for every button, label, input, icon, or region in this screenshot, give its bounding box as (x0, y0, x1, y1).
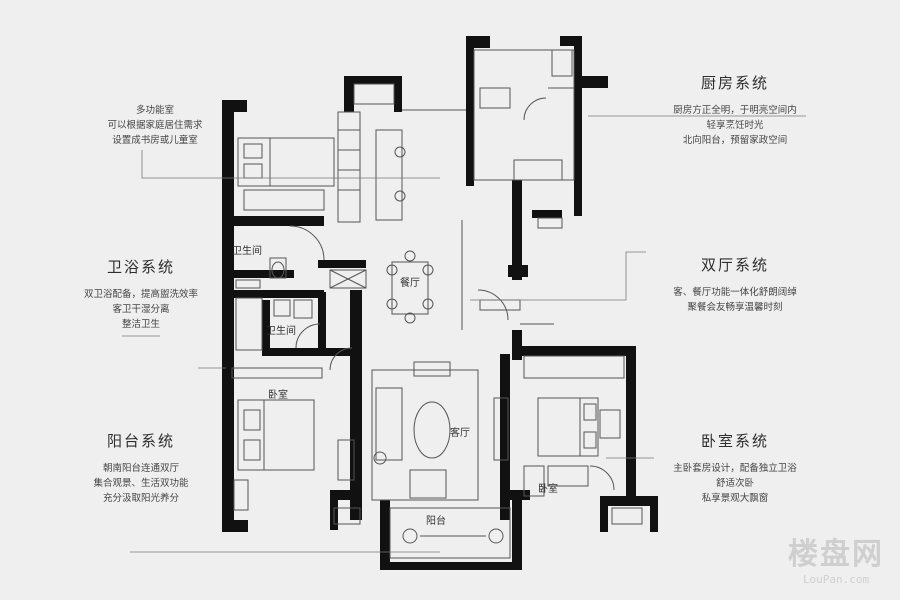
callout-line: 北向阳台，预留家政空间 (682, 135, 788, 146)
callout-bedroom-system: 卧室系统 主卧套房设计，配备独立卫浴 舒适次卧 私享景观大飘窗 (650, 430, 820, 506)
callout-line: 整洁卫生 (121, 319, 160, 330)
callout-line: 聚餐会友畅享温馨时刻 (687, 302, 783, 313)
room-label-bath2: 卫生间 (266, 326, 296, 337)
callout-title: 厨房系统 (700, 74, 769, 92)
watermark-site: LouPan.com (802, 573, 870, 586)
watermark-brand: 楼盘网 (788, 537, 884, 572)
callout-line: 朝南阳台连通双厅 (102, 463, 179, 474)
room-label-living: 客厅 (450, 428, 470, 439)
callout-line: 可以根据家庭居住需求 (107, 120, 203, 131)
callout-line: 厨房方正全明，于明亮空间内 (673, 105, 797, 116)
callout-line: 设置成书房或儿童室 (112, 135, 198, 146)
room-label-dining: 餐厅 (400, 278, 420, 289)
callout-balcony-system: 阳台系统 朝南阳台连通双厅 集合观景、生活双功能 充分汲取阳光养分 (66, 430, 216, 506)
watermark: 楼盘网 LouPan.com (788, 529, 884, 586)
room-label-bedroom-right: 卧室 (538, 484, 558, 495)
callout-line: 客、餐厅功能一体化舒朗阔绰 (673, 287, 797, 298)
callout-line: 集合观景、生活双功能 (93, 478, 189, 489)
callout-title: 阳台系统 (106, 432, 175, 450)
callout-line: 双卫浴配备，提高盥洗效率 (83, 289, 198, 300)
callout-title: 双厅系统 (700, 256, 769, 274)
room-label-bath1: 卫生间 (232, 246, 262, 257)
callout-line: 客卫干湿分离 (112, 304, 170, 315)
room-label-balcony: 阳台 (426, 516, 446, 527)
room-label-bedroom-left: 卧室 (268, 390, 288, 401)
callout-line: 多功能室 (135, 105, 174, 116)
callout-kitchen-system: 厨房系统 厨房方正全明，于明亮空间内 轻享烹饪时光 北向阳台，预留家政空间 (650, 72, 820, 148)
callout-hall-system: 双厅系统 客、餐厅功能一体化舒朗阔绰 聚餐会友畅享温馨时刻 (650, 254, 820, 315)
callout-bath-system: 卫浴系统 双卫浴配备，提高盥洗效率 客卫干湿分离 整洁卫生 (66, 256, 216, 332)
callout-multi-room: 多功能室 可以根据家庭居住需求 设置成书房或儿童室 (90, 103, 220, 148)
callout-title: 卫浴系统 (106, 258, 175, 276)
callout-line: 主卧套房设计，配备独立卫浴 (673, 463, 797, 474)
callout-title: 卧室系统 (700, 432, 769, 450)
callout-line: 轻享烹饪时光 (706, 120, 764, 131)
callout-line: 舒适次卧 (715, 478, 754, 489)
callout-line: 私享景观大飘窗 (701, 493, 769, 504)
callout-line: 充分汲取阳光养分 (102, 493, 179, 504)
